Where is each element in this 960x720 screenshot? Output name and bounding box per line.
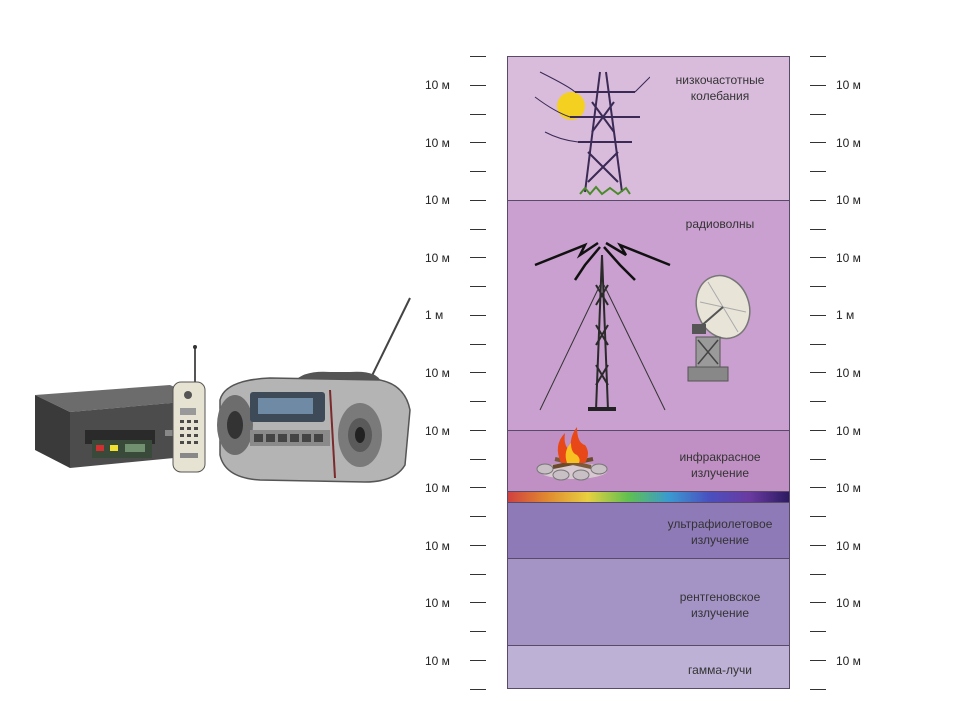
right-label-10-minus6: 10 м xyxy=(836,654,861,668)
tick-mark xyxy=(470,286,486,287)
band-low xyxy=(507,56,790,201)
band-label-gamma: гамма-лучи xyxy=(688,663,752,677)
band-label-x-ray: рентгеновское излучение xyxy=(679,590,761,620)
radio-tower-icon xyxy=(534,241,671,411)
band-label-ultraviolet: ультрафиолетовое излучение xyxy=(667,517,773,547)
band-xray xyxy=(507,559,790,646)
tick-mark xyxy=(470,574,486,575)
band-visible xyxy=(507,492,790,503)
tick-mark xyxy=(470,602,486,603)
tick-mark xyxy=(810,114,826,115)
phone-icon xyxy=(172,345,206,473)
tick-mark xyxy=(810,344,826,345)
tick-mark xyxy=(810,574,826,575)
tick-mark xyxy=(470,430,486,431)
tick-mark xyxy=(470,142,486,143)
right-label-10-minus5: 10 м xyxy=(836,596,861,610)
band-label-low-frequency: низкочастотные колебания xyxy=(675,73,765,103)
right-label-10-7: 10 м xyxy=(836,78,861,92)
tick-mark xyxy=(810,286,826,287)
power-line-tower-icon xyxy=(534,71,650,196)
tick-mark xyxy=(470,344,486,345)
left-label-10-5: 10 м xyxy=(425,193,450,207)
boombox-icon xyxy=(217,297,411,483)
tick-mark xyxy=(470,315,486,316)
tick-mark xyxy=(470,516,486,517)
tick-mark xyxy=(810,229,826,230)
tick-mark xyxy=(470,487,486,488)
left-label-10-minus2: 10 м xyxy=(425,424,450,438)
tick-mark xyxy=(470,545,486,546)
right-label-10-5: 10 м xyxy=(836,193,861,207)
left-label-10-minus3: 10 м xyxy=(425,481,450,495)
band-label-radio-waves: радиоволны xyxy=(685,217,755,231)
vcr-icon xyxy=(35,385,205,468)
tick-mark xyxy=(810,200,826,201)
tick-mark xyxy=(810,487,826,488)
tick-mark xyxy=(810,602,826,603)
tick-mark xyxy=(470,56,486,57)
devices-illustration xyxy=(35,297,411,483)
band-uv xyxy=(507,503,790,559)
tick-mark xyxy=(810,459,826,460)
left-label-10-minus5: 10 м xyxy=(425,596,450,610)
tick-mark xyxy=(810,85,826,86)
right-label-10-4: 10 м xyxy=(836,251,861,265)
tick-mark xyxy=(810,171,826,172)
tick-mark xyxy=(470,200,486,201)
left-label-1m: 1 м xyxy=(425,308,444,322)
tick-mark xyxy=(470,171,486,172)
left-label-10-minus4: 10 м xyxy=(425,539,450,553)
tick-mark xyxy=(810,56,826,57)
left-label-10-minus6: 10 м xyxy=(425,654,450,668)
tick-mark xyxy=(470,459,486,460)
tick-mark xyxy=(810,401,826,402)
right-label-10-minus2: 10 м xyxy=(836,424,861,438)
right-label-1m: 1 м xyxy=(836,308,855,322)
tick-mark xyxy=(470,257,486,258)
band-label-infrared: инфракрасное излучение xyxy=(679,450,761,480)
satellite-dish-icon xyxy=(687,274,751,382)
left-label-10-6: 10 м xyxy=(425,136,450,150)
tick-mark xyxy=(470,689,486,690)
tick-mark xyxy=(810,430,826,431)
campfire-icon xyxy=(536,427,608,481)
left-label-10-minus1: 10 м xyxy=(425,366,450,380)
tick-mark xyxy=(470,401,486,402)
tick-mark xyxy=(810,372,826,373)
tick-mark xyxy=(810,689,826,690)
tick-mark xyxy=(470,372,486,373)
right-label-10-minus1: 10 м xyxy=(836,366,861,380)
tick-mark xyxy=(470,114,486,115)
right-label-10-minus4: 10 м xyxy=(836,539,861,553)
left-label-10-4: 10 м xyxy=(425,251,450,265)
tick-mark xyxy=(810,660,826,661)
tick-mark xyxy=(470,631,486,632)
right-label-10-6: 10 м xyxy=(836,136,861,150)
tick-mark xyxy=(470,229,486,230)
tick-mark xyxy=(810,142,826,143)
tick-mark xyxy=(470,660,486,661)
tick-mark xyxy=(810,516,826,517)
tick-mark xyxy=(810,315,826,316)
tick-mark xyxy=(810,257,826,258)
tick-mark xyxy=(810,631,826,632)
right-label-10-minus3: 10 м xyxy=(836,481,861,495)
band-ir xyxy=(507,431,790,492)
left-label-10-7: 10 м xyxy=(425,78,450,92)
tick-mark xyxy=(470,85,486,86)
tick-mark xyxy=(810,545,826,546)
